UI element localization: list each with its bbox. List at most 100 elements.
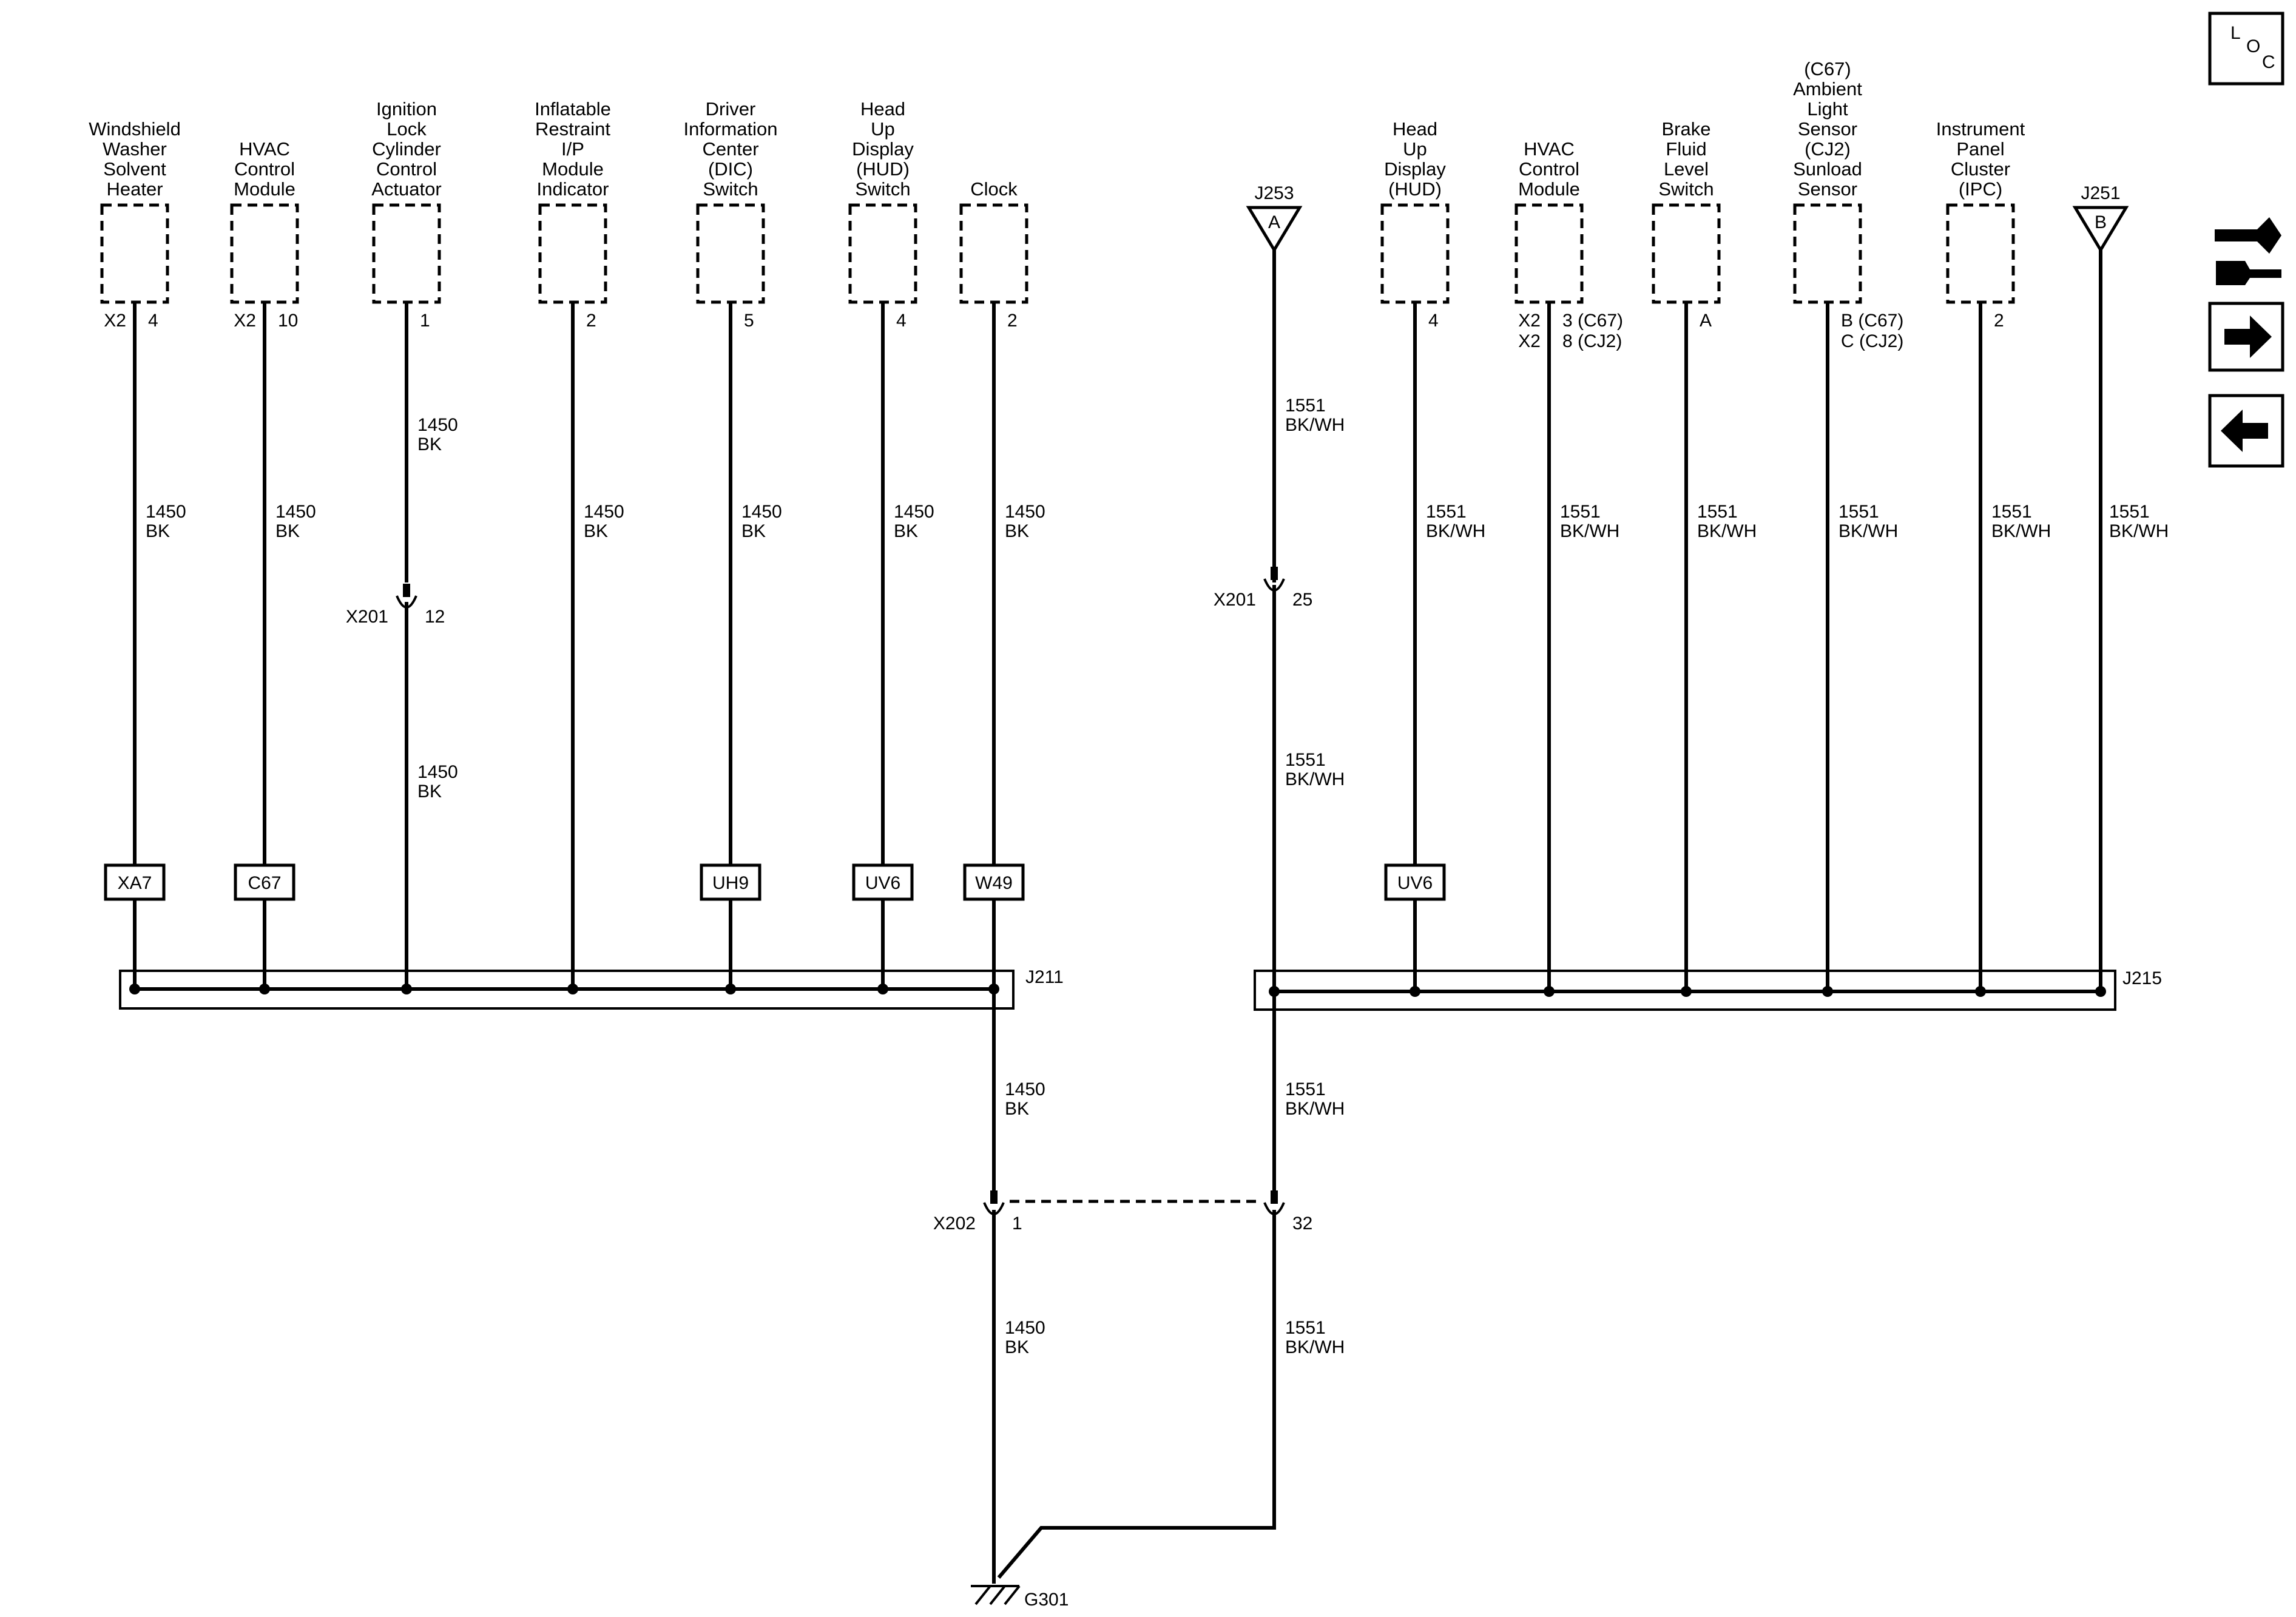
component-name: Sensor <box>1798 118 1857 140</box>
component-name: Control <box>234 158 295 180</box>
connector-pin: A <box>1700 311 1712 331</box>
page-ref-triangle <box>1246 206 1303 253</box>
component-name: Light <box>1807 98 1848 120</box>
connector-pin: 4 <box>896 311 907 331</box>
inline-connector-pin: 1 <box>1012 1214 1022 1234</box>
component-name: (C67) <box>1804 58 1851 79</box>
wire-label-number: 1551 <box>1285 1318 1326 1338</box>
inline-connector-id: X201 <box>346 607 388 627</box>
page-ref-triangle <box>2072 206 2129 253</box>
splice-pack-id: J215 <box>2122 968 2162 988</box>
inline-connector-pin: 32 <box>1292 1214 1312 1234</box>
wire-label-number: 1450 <box>417 762 458 782</box>
wire-label-color: BK <box>1005 1337 1029 1357</box>
component-name: Indicator <box>537 178 609 200</box>
connector-pin: 5 <box>744 311 754 331</box>
component-name: Panel <box>1956 138 2004 160</box>
wire-label-number: 1450 <box>1005 1318 1045 1338</box>
component-name: Fluid <box>1666 138 1706 160</box>
loc-icon[interactable]: LOC <box>2208 12 2284 86</box>
component-name: (IPC) <box>1959 178 2002 200</box>
component-box <box>1514 203 1584 304</box>
component-name: Control <box>376 158 437 180</box>
ground-hatch <box>974 1585 991 1605</box>
wire-label-color: BK/WH <box>1560 521 1619 541</box>
component-name: Display <box>852 138 914 160</box>
wire-label-color: BK/WH <box>1285 1337 1345 1357</box>
arrow-left-shape <box>2221 410 2268 452</box>
wire-label-color: BK/WH <box>1991 521 2051 541</box>
wire-label-color: BK <box>1005 1099 1029 1119</box>
component-name: HVAC <box>239 138 290 160</box>
component-name: Brake <box>1662 118 1711 140</box>
connector-pin: B (C67) <box>1841 311 1903 331</box>
component-name: Head <box>1393 118 1437 140</box>
wire <box>997 1210 1276 1579</box>
component-name: Up <box>871 118 895 140</box>
harness-shape <box>2215 217 2281 254</box>
wire-label-number: 1450 <box>146 502 186 522</box>
wire-label-number: 1551 <box>1838 502 1879 522</box>
component-box <box>230 203 299 304</box>
navigation-icons[interactable]: LOC <box>2208 12 2284 468</box>
wire-label-color: BK <box>741 521 766 541</box>
wrench-shape <box>2216 261 2281 285</box>
component-name: Information <box>683 118 777 140</box>
component-name: HVAC <box>1524 138 1575 160</box>
option-box <box>1384 863 1446 901</box>
harness-wrench-icon[interactable] <box>2215 217 2281 285</box>
component-name: Clock <box>970 178 1018 200</box>
component-name: (HUD) <box>856 158 910 180</box>
component-name: Cylinder <box>372 138 441 160</box>
inline-connector-pin: 25 <box>1292 590 1312 610</box>
component-name: Ignition <box>376 98 437 120</box>
option-code: UV6 <box>865 873 900 893</box>
connector-pin: 2 <box>1007 311 1018 331</box>
wire-label-color: BK <box>894 521 918 541</box>
component-name: Heater <box>106 178 163 200</box>
ground-id: G301 <box>1024 1590 1069 1610</box>
wire-label-number: 1551 <box>2109 502 2150 522</box>
wire-label-number: 1450 <box>741 502 782 522</box>
component-box <box>1652 203 1721 304</box>
wire-label-number: 1551 <box>1285 750 1326 770</box>
wire-label-color: BK/WH <box>1285 1099 1345 1119</box>
wire-label-color: BK <box>146 521 170 541</box>
wire-label-number: 1450 <box>1005 502 1045 522</box>
splice-pack-id: J211 <box>1025 967 1064 987</box>
option-code: W49 <box>975 873 1013 893</box>
component-name: (DIC) <box>708 158 753 180</box>
ground-hatch <box>989 1585 1006 1605</box>
page-ref-id: J253 <box>1254 183 1294 203</box>
component-name: Head <box>860 98 905 120</box>
loc-letter: O <box>2246 36 2260 56</box>
component-name: Switch <box>1658 178 1714 200</box>
component-name: Control <box>1519 158 1579 180</box>
wire-label-number: 1551 <box>1697 502 1738 522</box>
component-name: Module <box>1518 178 1580 200</box>
component-name: Restraint <box>535 118 610 140</box>
component-box <box>848 203 917 304</box>
arrow-left-icon[interactable] <box>2208 394 2284 468</box>
component-name: Solvent <box>103 158 166 180</box>
connector-pin: 2 <box>586 311 596 331</box>
component-box <box>1380 203 1450 304</box>
component-name: Windshield <box>89 118 181 140</box>
option-code: XA7 <box>118 873 152 893</box>
wire-label-number: 1450 <box>584 502 624 522</box>
component-name: Switch <box>855 178 910 200</box>
wire-label-number: 1551 <box>1560 502 1601 522</box>
component-name: Switch <box>703 178 758 200</box>
connector-pin: C (CJ2) <box>1841 331 1903 351</box>
connector-pin: 4 <box>148 311 158 331</box>
option-box <box>700 863 761 901</box>
arrow-right-icon[interactable] <box>2208 302 2284 372</box>
component-name: Module <box>234 178 295 200</box>
component-name: Up <box>1403 138 1427 160</box>
right-ground-circuit: HeadUpDisplay(HUD)41551BK/WHUV6HVACContr… <box>1214 58 2169 1011</box>
wire-label-color: BK <box>584 521 608 541</box>
wire-label-color: BK/WH <box>2109 521 2169 541</box>
option-box <box>234 863 295 901</box>
option-box <box>963 863 1025 901</box>
